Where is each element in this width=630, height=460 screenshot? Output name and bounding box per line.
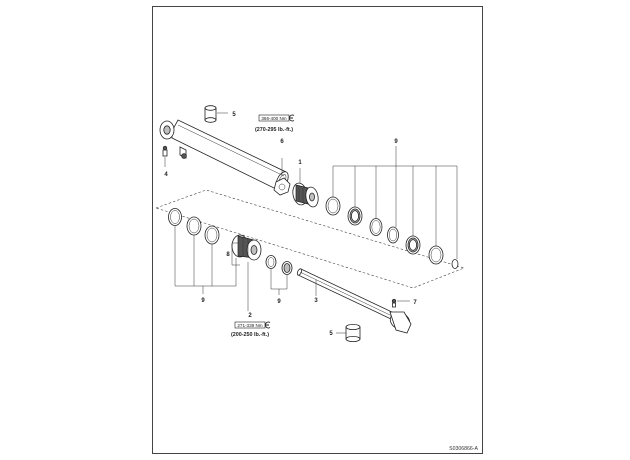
leader-8 bbox=[231, 242, 240, 266]
torque-bottom-value: 271-339 Nm bbox=[237, 323, 262, 328]
torque-bottom-note: (200-250 lb.-ft.) bbox=[231, 332, 269, 338]
label-2: 2 bbox=[248, 313, 252, 319]
piston bbox=[292, 182, 319, 208]
wrench-icon bbox=[288, 114, 295, 122]
piston-nut bbox=[273, 177, 291, 196]
label-5-top: 5 bbox=[232, 112, 236, 118]
torque-callout-top: 366-400 Nm (270-295 lb.-ft.) bbox=[255, 114, 295, 133]
rod-seals-middle bbox=[265, 255, 293, 275]
torque-callout-bottom: 271-339 Nm (200-250 lb.-ft.) bbox=[231, 321, 271, 338]
label-4: 4 bbox=[164, 172, 168, 178]
label-9-left: 9 bbox=[201, 298, 205, 304]
leader-bracket-left bbox=[174, 226, 237, 294]
leader-bracket-right bbox=[332, 146, 458, 259]
label-1: 1 bbox=[298, 160, 302, 166]
label-8: 8 bbox=[226, 252, 230, 258]
bushing-top bbox=[204, 105, 217, 123]
bushing-bottom bbox=[345, 323, 361, 342]
label-5-bottom: 5 bbox=[329, 331, 333, 337]
piston-seal-kit bbox=[325, 196, 459, 269]
rod-grease-fitting bbox=[391, 298, 397, 308]
wrench-icon bbox=[264, 321, 271, 329]
reference-code: S0306866-A bbox=[449, 446, 478, 452]
label-9-middle: 9 bbox=[277, 299, 281, 305]
label-6: 6 bbox=[280, 139, 284, 145]
grease-fitting bbox=[162, 145, 168, 157]
label-9-right: 9 bbox=[394, 139, 398, 145]
cylinder-head bbox=[231, 234, 262, 261]
label-7: 7 bbox=[413, 300, 417, 306]
rod-seals-left bbox=[168, 208, 220, 245]
label-3: 3 bbox=[314, 298, 318, 304]
diagram-frame bbox=[152, 6, 483, 454]
leader-bracket-middle bbox=[270, 269, 288, 295]
torque-top-note: (270-295 lb.-ft.) bbox=[255, 127, 293, 133]
piston-rod bbox=[296, 268, 412, 334]
torque-top-value: 366-400 Nm bbox=[261, 116, 286, 121]
